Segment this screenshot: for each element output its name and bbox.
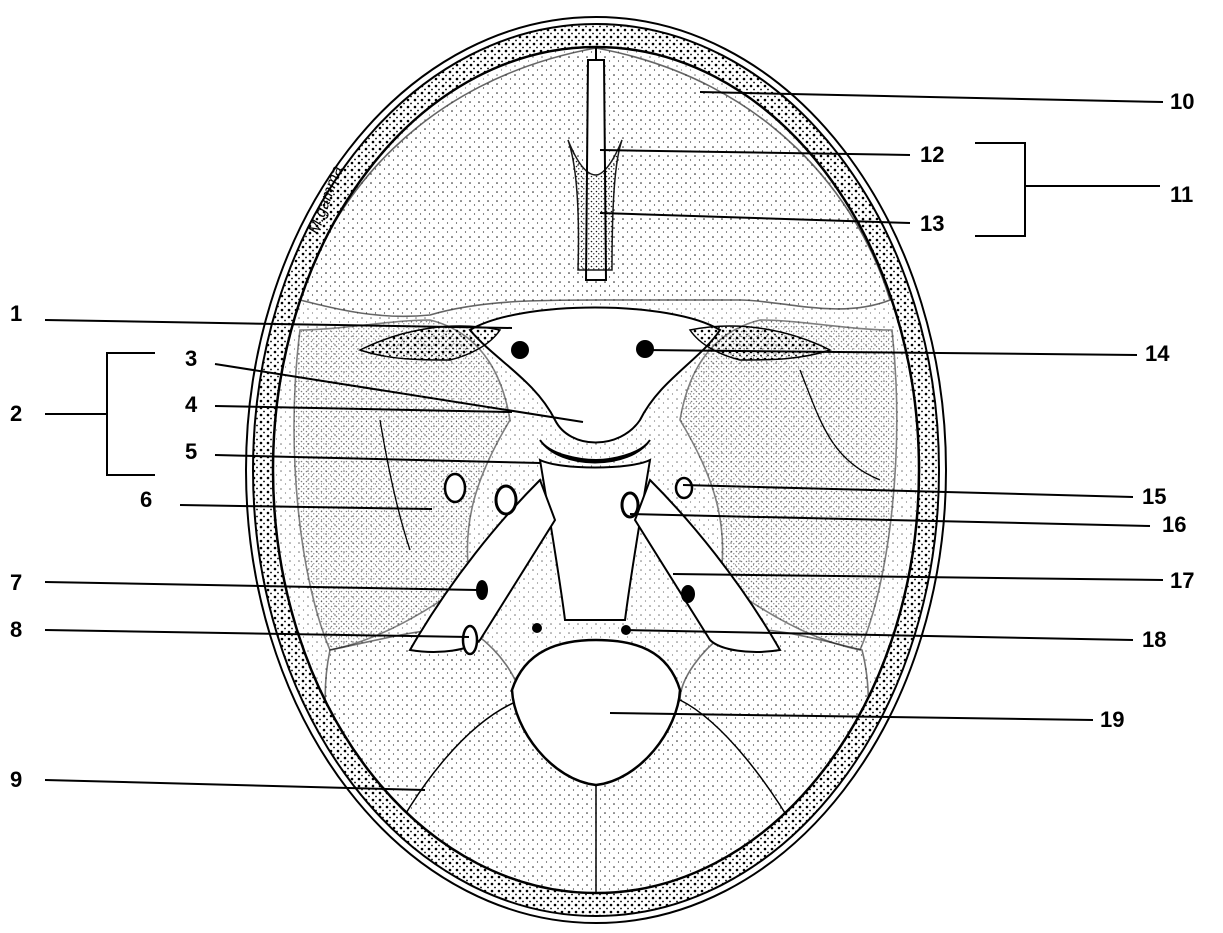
optic-canal-right xyxy=(636,340,654,358)
foramen-spinosum-right xyxy=(676,478,692,498)
bracket-11 xyxy=(975,143,1025,236)
optic-canal-left xyxy=(511,341,529,359)
internal-acoustic-meatus-left xyxy=(476,580,488,600)
label-19: 19 xyxy=(1100,709,1124,731)
label-2: 2 xyxy=(10,403,22,425)
internal-acoustic-meatus-right xyxy=(681,585,695,603)
label-3: 3 xyxy=(185,348,197,370)
label-8: 8 xyxy=(10,619,22,641)
label-11: 11 xyxy=(1170,184,1193,206)
label-17: 17 xyxy=(1170,570,1194,592)
bracket-2 xyxy=(107,353,155,475)
label-14: 14 xyxy=(1145,343,1169,365)
label-10: 10 xyxy=(1170,91,1194,113)
foramen-ovale-left xyxy=(496,486,516,514)
label-6: 6 xyxy=(140,489,152,511)
label-16: 16 xyxy=(1162,514,1186,536)
hypoglossal-canal-left xyxy=(532,623,542,633)
label-4: 4 xyxy=(185,394,197,416)
label-5: 5 xyxy=(185,441,197,463)
jugular-foramen-left xyxy=(463,626,477,654)
label-1: 1 xyxy=(10,303,22,325)
label-9: 9 xyxy=(10,769,22,791)
label-13: 13 xyxy=(920,213,944,235)
label-12: 12 xyxy=(920,144,944,166)
label-7: 7 xyxy=(10,572,22,594)
label-18: 18 xyxy=(1142,629,1166,651)
label-15: 15 xyxy=(1142,486,1166,508)
foramen-spinosum-left xyxy=(445,474,465,502)
